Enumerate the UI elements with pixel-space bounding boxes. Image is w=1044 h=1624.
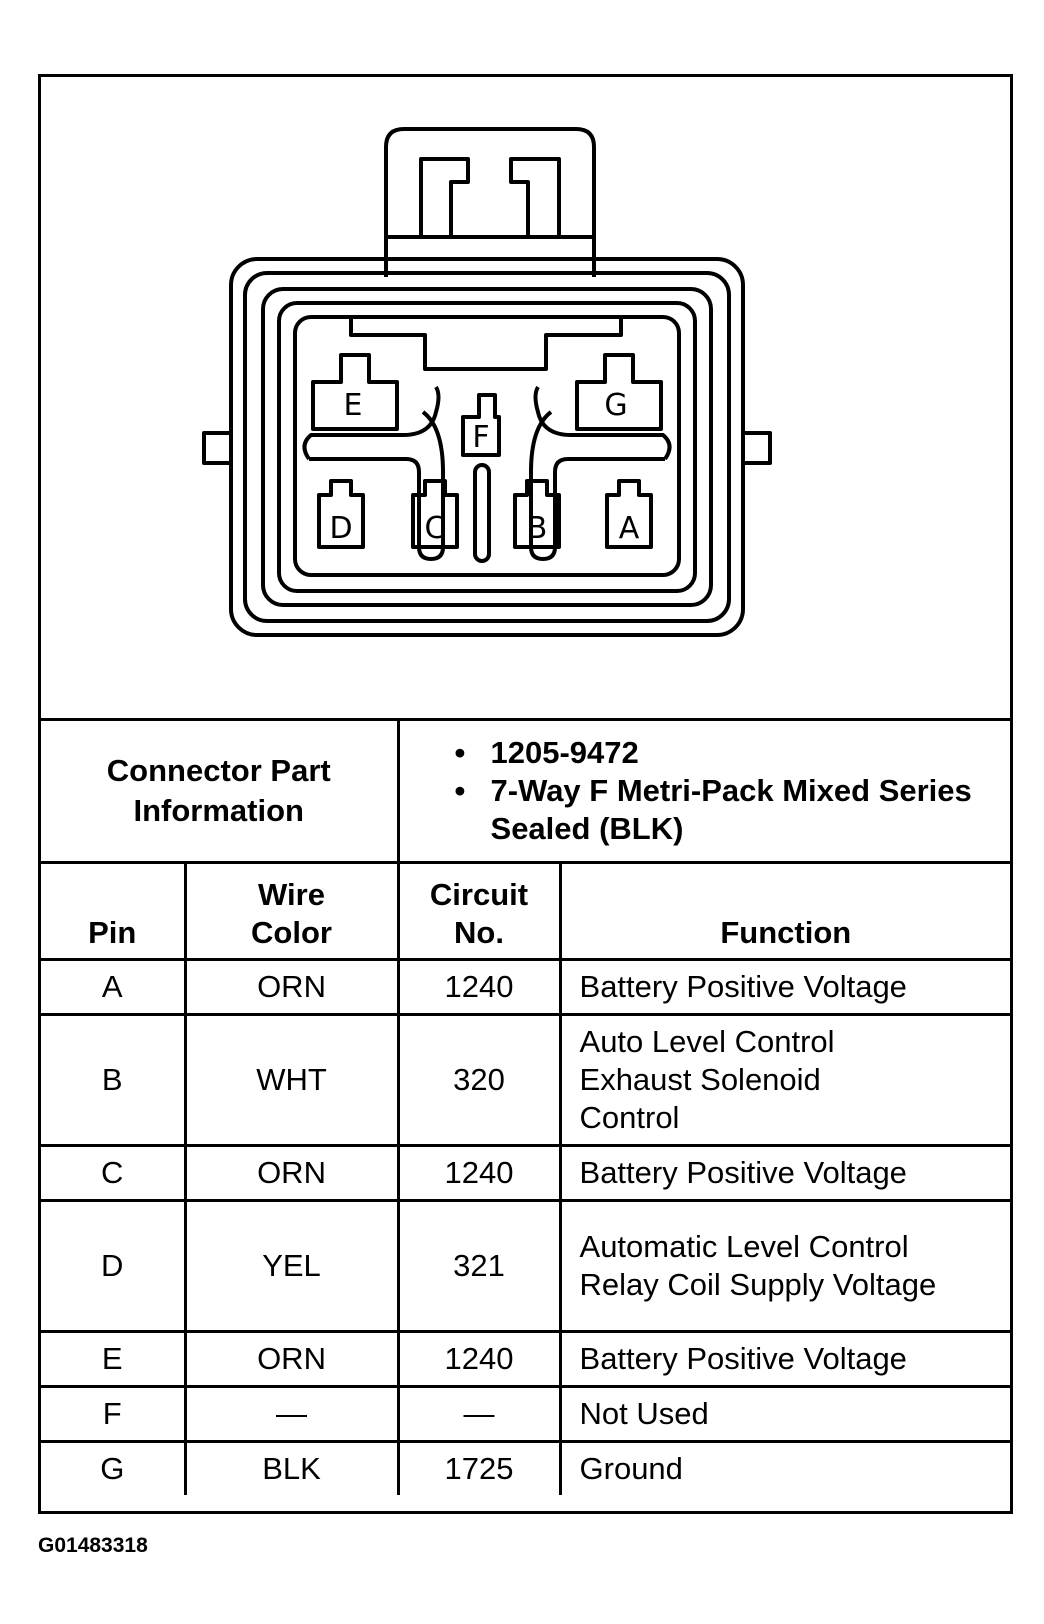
connector-diagram-frame: E G F D C B A Connector Part Information… [38,74,1013,1514]
connector-face [293,315,681,577]
header-pin: Pin [41,861,187,961]
function-cell: Automatic Level Control Relay Coil Suppl… [558,1199,1010,1333]
part-number: 1205-9472 [455,734,1010,772]
circuit-cell: — [396,1385,562,1443]
pin-cell: E [41,1330,187,1388]
wire-color-cell: ORN [183,1144,400,1202]
circuit-cell: 320 [396,1013,562,1147]
header-function: Function [558,861,1010,961]
table-row: F — — Not Used [41,1385,1010,1443]
connector-ear-right [741,431,772,465]
wire-color-cell: WHT [183,1013,400,1147]
pin-cell: F [41,1385,187,1443]
wire-color-cell: — [183,1385,400,1443]
pin-cell: B [41,1013,187,1147]
table-row: G BLK 1725 Ground [41,1440,1010,1495]
pin-label-c: C [425,511,446,546]
table-row: C ORN 1240 Battery Positive Voltage [41,1144,1010,1202]
circuit-cell: 1240 [396,1144,562,1202]
connector-info-table: Connector Part Information 1205-9472 7-W… [41,718,1010,1495]
table-row: D YEL 321 Automatic Level Control Relay … [41,1199,1010,1333]
wire-color-cell: ORN [183,958,400,1016]
function-cell: Ground [558,1440,1010,1495]
info-label-line1: Connector Part [106,753,331,788]
pin-label-b: B [527,511,548,546]
function-cell: Not Used [558,1385,1010,1443]
header-wire-color: Wire Color [183,861,400,961]
connector-part-info-label: Connector Part Information [41,718,400,864]
pin-cell: D [41,1199,187,1333]
pin-cell: C [41,1144,187,1202]
pin-label-d: D [329,511,352,546]
pin-label-a: A [619,511,640,546]
figure-id: G01483318 [38,1534,148,1557]
circuit-cell: 321 [396,1199,562,1333]
info-label-line2: Information [133,793,305,828]
wire-color-cell: BLK [183,1440,400,1495]
connector-part-info-row: Connector Part Information 1205-9472 7-W… [41,718,1010,864]
circuit-cell: 1240 [396,958,562,1016]
wire-color-cell: YEL [183,1199,400,1333]
table-row: A ORN 1240 Battery Positive Voltage [41,958,1010,1016]
table-row: B WHT 320 Auto Level Control Exhaust Sol… [41,1013,1010,1147]
function-cell: Battery Positive Voltage [558,1330,1010,1388]
pin-cell: A [41,958,187,1016]
pin-label-f: F [472,420,489,455]
connector-ear-left [202,431,233,465]
pin-cell: G [41,1440,187,1495]
wire-color-cell: ORN [183,1330,400,1388]
connector-part-info-list: 1205-9472 7-Way F Metri-Pack Mixed Serie… [396,718,1010,864]
table-row: E ORN 1240 Battery Positive Voltage [41,1330,1010,1388]
connector-description: 7-Way F Metri-Pack Mixed Series Sealed (… [455,772,1010,848]
circuit-cell: 1240 [396,1330,562,1388]
connector-lock-tab [384,127,596,277]
pin-label-e: E [344,388,363,423]
function-cell: Battery Positive Voltage [558,1144,1010,1202]
circuit-cell: 1725 [396,1440,562,1495]
pin-label-g: G [604,388,627,423]
table-header-row: Pin Wire Color Circuit No. Function [41,861,1010,961]
connector-drawing: E G F D C B A [202,127,772,637]
function-cell: Auto Level Control Exhaust Solenoid Cont… [558,1013,1010,1147]
header-circuit-no: Circuit No. [396,861,562,961]
function-cell: Battery Positive Voltage [558,958,1010,1016]
